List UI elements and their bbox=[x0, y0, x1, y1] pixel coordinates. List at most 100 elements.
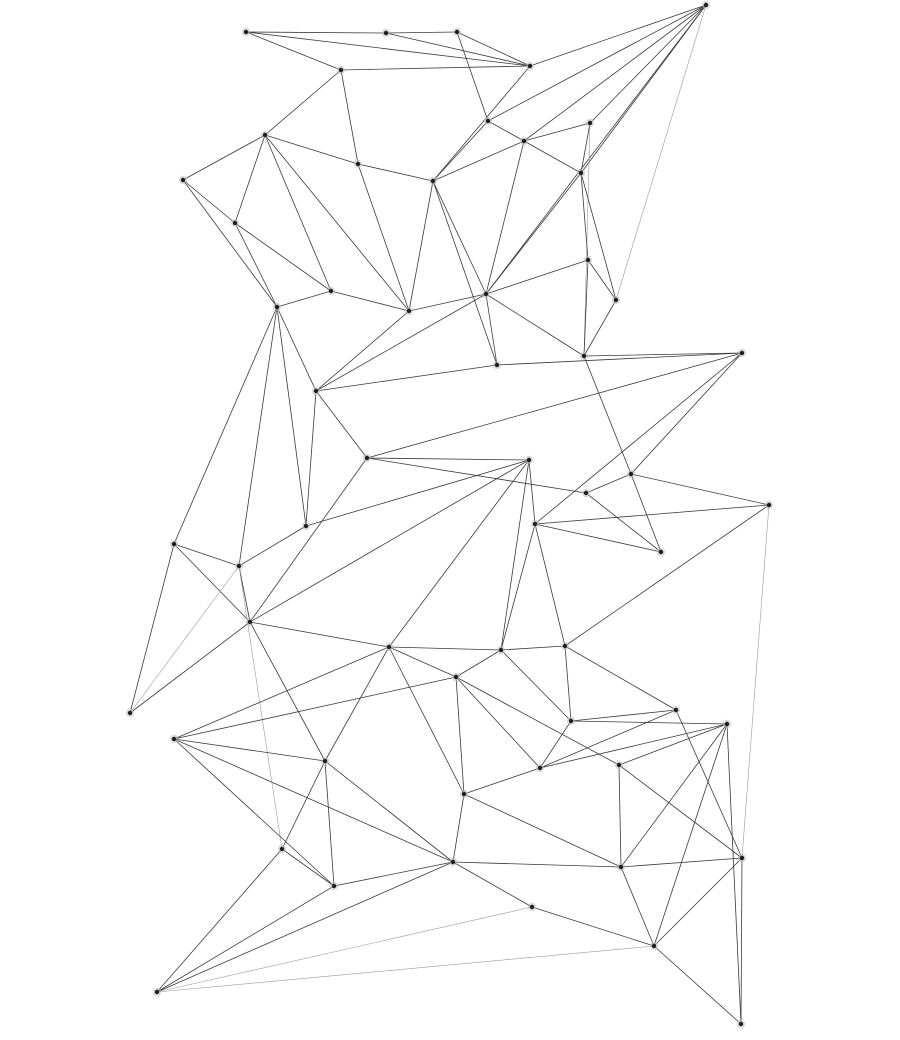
node-dot bbox=[243, 29, 249, 35]
network-edge bbox=[388, 646, 502, 651]
network-node bbox=[496, 645, 506, 655]
node-dot bbox=[724, 721, 730, 727]
network-edge bbox=[156, 885, 335, 993]
network-edge bbox=[238, 565, 251, 623]
network-edge bbox=[653, 945, 742, 1025]
network-edge bbox=[583, 299, 617, 357]
network-edge bbox=[238, 565, 283, 850]
network-edge bbox=[238, 525, 307, 567]
network-edge bbox=[324, 760, 335, 887]
network-edge bbox=[583, 355, 632, 475]
node-dot bbox=[673, 707, 679, 713]
network-edge bbox=[534, 352, 743, 525]
network-node bbox=[381, 28, 391, 38]
node-dot bbox=[450, 859, 456, 865]
network-edge bbox=[523, 140, 582, 174]
network-node bbox=[614, 760, 624, 770]
network-edge bbox=[182, 179, 236, 224]
network-node bbox=[169, 734, 179, 744]
network-node bbox=[701, 0, 711, 10]
network-node bbox=[241, 27, 251, 37]
network-node bbox=[329, 881, 339, 891]
network-edge bbox=[452, 861, 622, 868]
network-node bbox=[311, 386, 321, 396]
network-node bbox=[527, 902, 537, 912]
network-node bbox=[451, 672, 461, 682]
network-edge bbox=[580, 172, 589, 261]
network-edge bbox=[620, 857, 743, 868]
node-dot bbox=[171, 541, 177, 547]
network-edge bbox=[432, 65, 531, 182]
network-edge bbox=[276, 306, 307, 527]
network-node bbox=[535, 763, 545, 773]
network-edge bbox=[500, 523, 536, 651]
network-node bbox=[649, 941, 659, 951]
node-dot bbox=[364, 455, 370, 461]
network-edges bbox=[129, 4, 770, 1025]
network-edge bbox=[315, 364, 498, 392]
network-edge bbox=[456, 31, 489, 122]
network-edge bbox=[485, 4, 707, 295]
network-edge bbox=[523, 122, 591, 142]
network-edge bbox=[485, 172, 582, 295]
node-dot bbox=[585, 257, 591, 263]
network-edge bbox=[534, 504, 770, 525]
network-edge bbox=[523, 4, 707, 142]
node-dot bbox=[430, 178, 436, 184]
network-edge bbox=[245, 31, 387, 34]
network-edge bbox=[408, 180, 434, 312]
network-edge bbox=[324, 646, 390, 762]
network-edge bbox=[234, 222, 278, 308]
node-dot bbox=[171, 736, 177, 742]
network-node bbox=[492, 360, 502, 370]
network-node bbox=[656, 547, 666, 557]
network-node bbox=[576, 168, 586, 178]
node-dot bbox=[406, 308, 412, 314]
network-edge bbox=[618, 764, 743, 859]
network-edge bbox=[539, 720, 572, 769]
network-node bbox=[626, 469, 636, 479]
node-dot bbox=[526, 457, 532, 463]
network-edge bbox=[330, 290, 410, 312]
node-dot bbox=[322, 758, 328, 764]
network-node bbox=[736, 1019, 746, 1029]
network-edge bbox=[539, 709, 677, 769]
node-dot bbox=[483, 291, 489, 297]
node-dot bbox=[521, 138, 527, 144]
node-dot bbox=[338, 67, 344, 73]
network-edge bbox=[182, 134, 266, 181]
network-edge bbox=[173, 543, 240, 567]
network-node bbox=[481, 289, 491, 299]
network-node bbox=[722, 719, 732, 729]
network-node bbox=[125, 708, 135, 718]
network-edge bbox=[618, 764, 622, 868]
network-edge bbox=[388, 646, 457, 678]
network-node bbox=[452, 27, 462, 37]
network-edge bbox=[249, 459, 530, 623]
network-edge bbox=[452, 793, 465, 863]
network-edge bbox=[340, 69, 359, 165]
network-edge bbox=[630, 473, 770, 506]
network-edge bbox=[315, 310, 410, 392]
network-edge bbox=[388, 459, 530, 648]
node-dot bbox=[562, 643, 568, 649]
network-edge bbox=[485, 140, 525, 295]
network-edge bbox=[264, 69, 342, 136]
node-dot bbox=[618, 864, 624, 870]
network-node bbox=[448, 857, 458, 867]
network-edge bbox=[249, 457, 368, 623]
network-edge bbox=[333, 861, 454, 887]
network-node bbox=[583, 255, 593, 265]
network-edge bbox=[564, 645, 677, 711]
network-node bbox=[585, 118, 595, 128]
network-node bbox=[525, 61, 535, 71]
network-node bbox=[230, 218, 240, 228]
network-edge bbox=[570, 720, 728, 725]
network-node bbox=[245, 617, 255, 627]
network-edge bbox=[245, 31, 531, 67]
network-edge bbox=[324, 760, 454, 863]
node-dot bbox=[587, 120, 593, 126]
network-node bbox=[362, 453, 372, 463]
node-dot bbox=[461, 791, 467, 797]
